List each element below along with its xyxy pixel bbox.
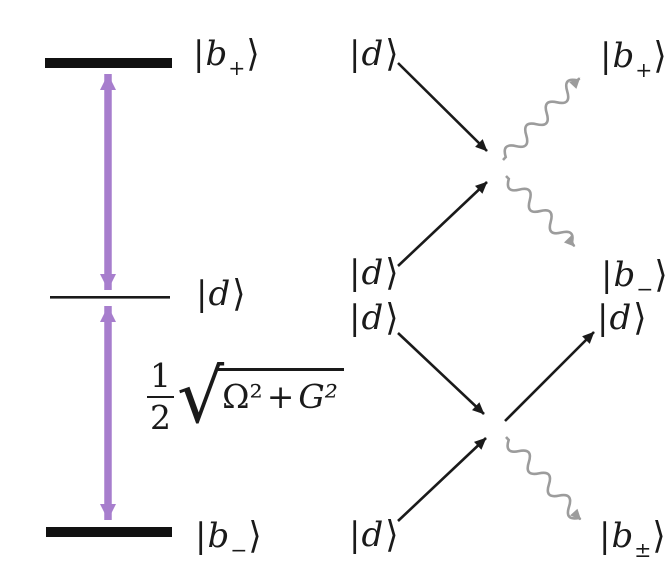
plus-sign: +: [266, 376, 295, 416]
ket-rangle: ⟩: [654, 253, 668, 297]
ket-bottom-process-out-bottom: |b±⟩: [599, 514, 666, 560]
ket-base: b: [613, 255, 636, 295]
level-line-b-plus: [45, 58, 172, 68]
ket-top-process-in-top: |d⟩: [349, 32, 399, 76]
ket-base: b: [207, 516, 230, 556]
ket-rangle: ⟩: [633, 296, 647, 340]
ket-bottom-process-out-top: |d⟩: [597, 296, 647, 340]
ket-base: b: [205, 34, 228, 74]
ket-base: d: [208, 274, 231, 314]
ket-bar: |: [349, 253, 361, 293]
ket-base: d: [361, 515, 384, 555]
photon-arrow-to-b-plus-minus: [505, 436, 582, 521]
fraction-numerator: 1: [150, 356, 171, 395]
ket-bar: |: [597, 298, 609, 338]
ket-bar: |: [196, 274, 208, 314]
ket-bar: |: [599, 516, 611, 556]
ket-rangle: ⟩: [385, 251, 399, 295]
ket-base: d: [361, 298, 384, 338]
ket-bottom-process-in-top: |d⟩: [349, 296, 399, 340]
formula-fraction: 1 2: [147, 356, 174, 438]
level-line-b-minus: [46, 527, 172, 537]
ket-subscript: −: [230, 537, 248, 562]
omega-squared-term: Ω²: [222, 376, 263, 416]
ket-top-process-in-bottom: |d⟩: [349, 251, 399, 295]
ket-top-process-out-bottom: |b−⟩: [601, 253, 668, 299]
ket-level-b-minus: |b−⟩: [195, 514, 262, 560]
in-arrow-top-process-lower: [397, 181, 488, 267]
photon-arrow-to-b-minus: [505, 175, 576, 248]
ket-rangle: ⟩: [652, 514, 666, 558]
radical-sign: √: [177, 353, 225, 440]
ket-level-b-plus: |b+⟩: [193, 32, 260, 78]
ket-subscript: ±: [634, 537, 652, 562]
ket-subscript: +: [228, 55, 246, 80]
fraction-denominator: 2: [147, 395, 174, 438]
ket-rangle: ⟩: [248, 514, 262, 558]
ket-bar: |: [195, 516, 207, 556]
ket-rangle: ⟩: [385, 513, 399, 557]
ket-base: d: [609, 298, 632, 338]
radicand: Ω²+G²: [218, 367, 344, 416]
ket-rangle: ⟩: [653, 34, 667, 78]
in-arrow-bottom-process-upper: [397, 332, 485, 415]
photon-arrow-to-b-plus: [502, 77, 581, 161]
ket-base: b: [611, 516, 634, 556]
in-arrow-top-process-upper: [397, 62, 488, 152]
ket-bar: |: [193, 34, 205, 74]
ket-rangle: ⟩: [385, 296, 399, 340]
ket-bar: |: [349, 515, 361, 555]
ket-bar: |: [349, 298, 361, 338]
ket-level-d: |d⟩: [196, 272, 246, 316]
splitting-formula: 1 2 √ Ω²+G²: [147, 353, 344, 440]
ket-base: d: [361, 253, 384, 293]
ket-subscript: +: [635, 57, 653, 82]
ket-base: d: [361, 34, 384, 74]
g-squared-term: G²: [298, 376, 338, 416]
ket-bar: |: [600, 36, 612, 76]
ket-rangle: ⟩: [385, 32, 399, 76]
level-line-d: [50, 296, 170, 299]
ket-top-process-out-top: |b+⟩: [600, 34, 667, 80]
ket-subscript: −: [636, 276, 654, 301]
formula-radical: √ Ω²+G²: [177, 353, 344, 440]
ket-rangle: ⟩: [246, 32, 260, 76]
in-arrow-bottom-process-lower: [397, 437, 487, 522]
ket-bar: |: [349, 34, 361, 74]
ket-rangle: ⟩: [232, 272, 246, 316]
ket-bar: |: [601, 255, 613, 295]
out-arrow-to-d: [504, 331, 595, 422]
ket-bottom-process-in-bottom: |d⟩: [349, 513, 399, 557]
ket-base: b: [612, 36, 635, 76]
